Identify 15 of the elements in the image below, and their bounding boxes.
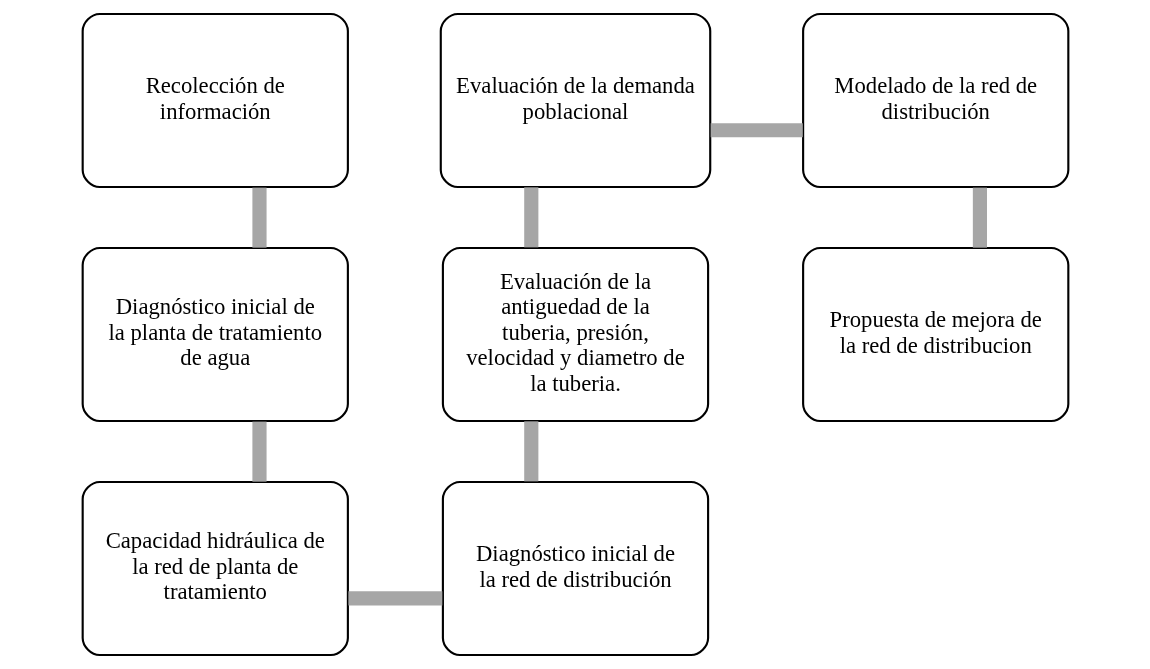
connector [710,123,803,138]
connector [523,187,538,248]
node-box: Modelado de la red de distribución [801,12,1069,189]
node-box: Propuesta de mejora de la red de distribucion [801,246,1069,423]
node-box: Capacidad hidráulica de la red de planta de tratamiento [81,480,349,657]
node-box: Evaluación de la antiguedad de la tuberia, presión, velocidad y diametro de la tuberia. [441,246,709,423]
node-box: Diagnóstico inicial de la red de distribución [441,480,709,657]
node-box: Evaluación de la demanda poblacional [439,12,711,189]
node-box: Recolección de información [81,12,349,189]
connector [251,187,267,248]
connector [347,591,442,606]
connector [251,421,267,482]
connector [523,421,538,482]
connector [972,187,987,248]
node-box: Diagnóstico inicial de la planta de tratamiento de agua [81,246,349,423]
